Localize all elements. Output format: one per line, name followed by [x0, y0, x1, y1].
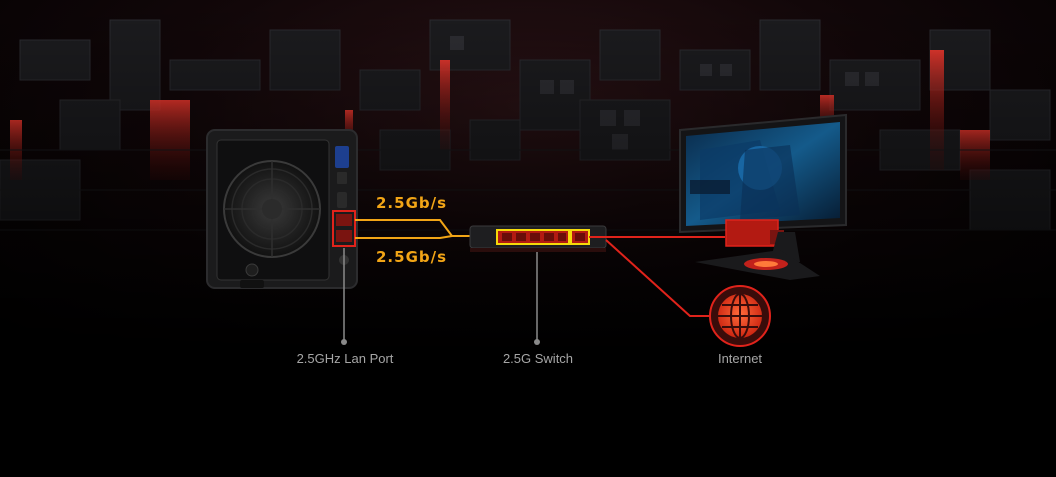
nas-leader-dot: [341, 339, 347, 345]
switch-leader-dot: [534, 339, 540, 345]
upper-link-speed: 2.5Gb/s: [376, 194, 448, 212]
globe-icon: [709, 285, 771, 347]
switch-output-links: [589, 236, 725, 317]
nas-port-caption: 2.5GHz Lan Port: [296, 351, 394, 366]
gaming-monitor: [679, 113, 847, 280]
fan-icon: [223, 160, 321, 258]
lower-link-speed: 2.5Gb/s: [376, 248, 448, 266]
internet-caption: Internet: [717, 351, 763, 366]
switch-caption: 2.5G Switch: [502, 351, 574, 366]
caption-leaders: [343, 248, 538, 340]
nas-lan-ports: [332, 210, 356, 247]
nas-device: [206, 129, 358, 289]
network-switch: [469, 225, 607, 252]
